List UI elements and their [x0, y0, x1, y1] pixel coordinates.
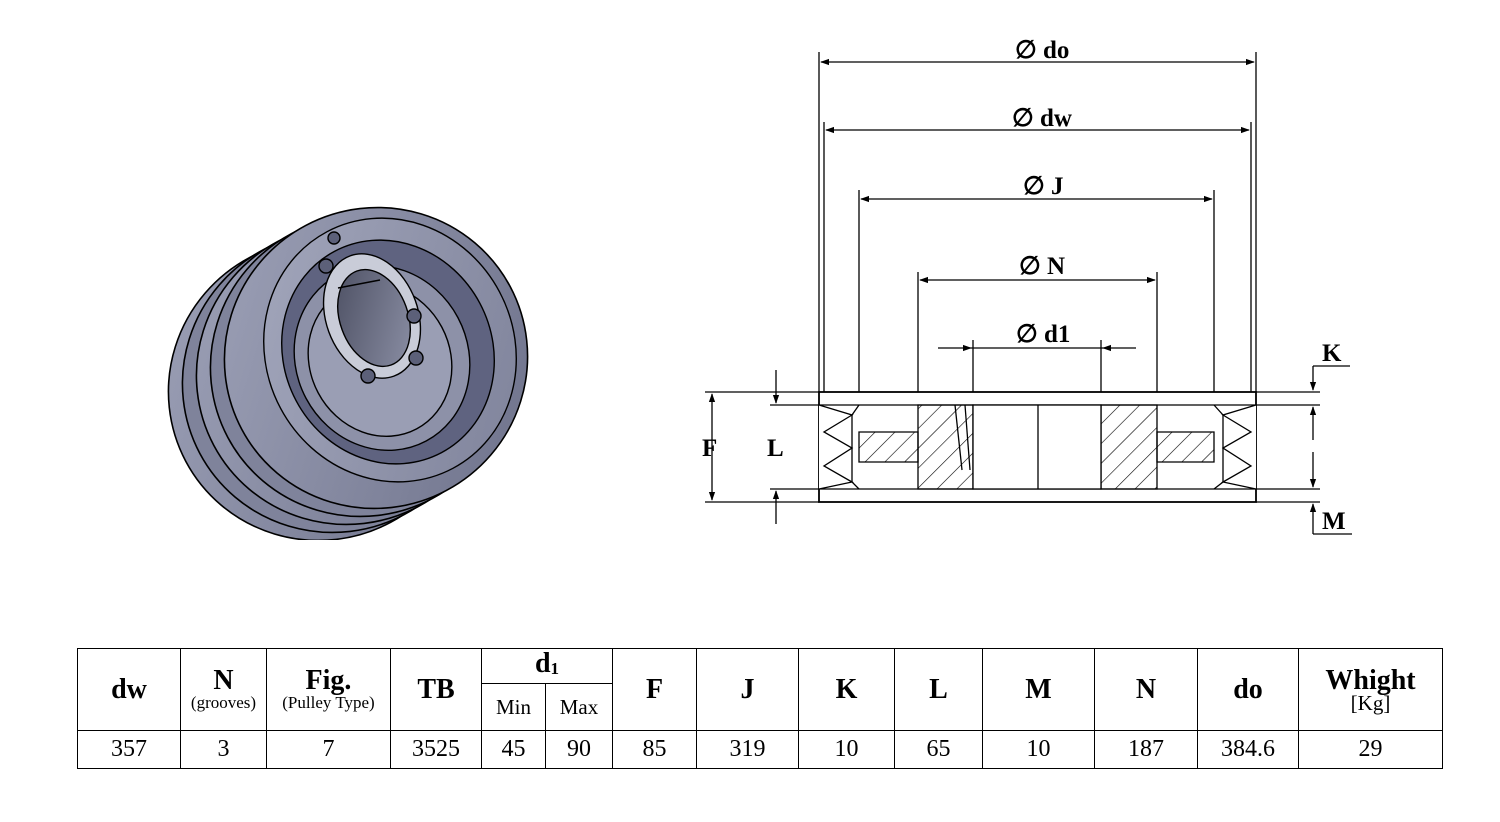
spec-table: dw N(grooves) Fig.(Pulley Type) TB d1 F …	[77, 648, 1443, 769]
header-n2: N	[1094, 648, 1198, 731]
cell-d1-max: 90	[545, 730, 613, 769]
header-do: do	[1197, 648, 1299, 731]
header-n: N(grooves)	[180, 648, 267, 731]
cell-f: 85	[612, 730, 697, 769]
taper-bush	[318, 231, 424, 384]
table-subheader-row: Min Max	[78, 683, 1443, 731]
pulley-3d-render	[167, 206, 529, 540]
header-fig: Fig.(Pulley Type)	[266, 648, 391, 731]
header-d1-max: Max	[545, 683, 613, 731]
cell-do: 384.6	[1197, 730, 1299, 769]
diameter-symbol-icon: ∅	[1012, 105, 1034, 132]
bush-screw-hole-icon	[327, 231, 341, 245]
label-j: J	[1051, 173, 1064, 200]
label-k: K	[1322, 340, 1342, 367]
cell-n2: 187	[1094, 730, 1198, 769]
bush-screw-hole-icon	[318, 258, 334, 274]
cell-n: 3	[180, 730, 267, 769]
label-dw: dw	[1040, 105, 1072, 132]
header-dw: dw	[77, 648, 181, 731]
header-m: M	[982, 648, 1095, 731]
cell-dw: 357	[77, 730, 181, 769]
table-header-row: dw N(grooves) Fig.(Pulley Type) TB d1 F …	[77, 648, 1443, 731]
header-d1: d1	[481, 648, 613, 684]
header-weight: Whight[Kg]	[1298, 648, 1443, 731]
label-do: do	[1043, 37, 1069, 64]
diameter-symbol-icon: ∅	[1016, 321, 1038, 348]
diameter-symbol-icon: ∅	[1019, 253, 1041, 280]
header-d1-min: Min	[481, 683, 546, 731]
bush-screw-hole-icon	[360, 368, 376, 384]
cell-k: 10	[798, 730, 895, 769]
cell-j: 319	[696, 730, 799, 769]
header-f: F	[612, 648, 697, 731]
cell-d1-min: 45	[481, 730, 546, 769]
diameter-symbol-icon: ∅	[1023, 173, 1045, 200]
label-l: L	[767, 435, 784, 462]
diameter-symbol-icon: ∅	[1015, 37, 1037, 64]
label-n: N	[1047, 253, 1065, 280]
cell-weight: 29	[1298, 730, 1443, 769]
label-m: M	[1322, 508, 1346, 535]
label-d1: d1	[1044, 321, 1070, 348]
cell-tb: 3525	[390, 730, 482, 769]
bush-screw-hole-icon	[408, 350, 424, 366]
cell-fig: 7	[266, 730, 391, 769]
bush-screw-hole-icon	[406, 308, 422, 324]
header-j: J	[696, 648, 799, 731]
section-drawing: ∅ do ∅ dw ∅ J ∅ N ∅ d1 K M F L	[702, 37, 1352, 535]
header-tb: TB	[390, 648, 482, 731]
header-l: L	[894, 648, 983, 731]
cell-l: 65	[894, 730, 983, 769]
table-row: 357 3 7 3525 45 90 85 319 10 65 10 187 3…	[77, 730, 1443, 769]
header-k: K	[798, 648, 895, 731]
cell-m: 10	[982, 730, 1095, 769]
label-f: F	[702, 435, 717, 462]
